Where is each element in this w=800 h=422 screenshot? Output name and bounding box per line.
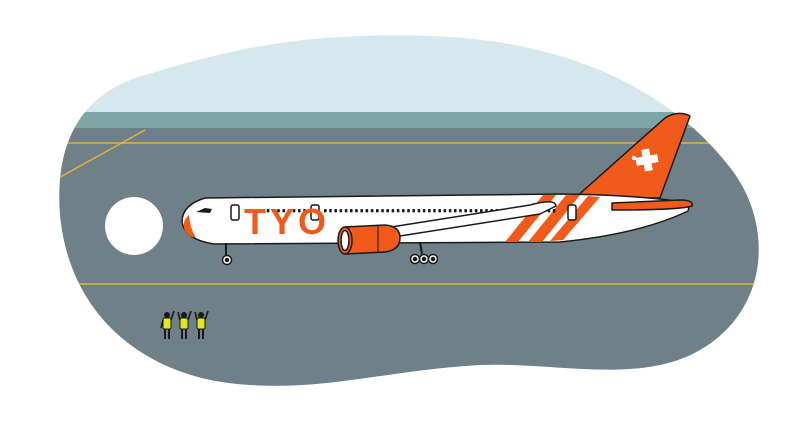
door-front (230, 204, 240, 221)
passenger-window (355, 209, 358, 213)
ground-crew-member (194, 310, 209, 339)
livery-stripe-2 (528, 195, 580, 242)
main-landing-gear (409, 241, 439, 265)
passenger-window (277, 209, 280, 213)
sky (59, 35, 759, 120)
passenger-window (292, 209, 296, 213)
passenger-window (480, 209, 483, 213)
passenger-window (246, 209, 249, 213)
passenger-window (454, 209, 457, 213)
passenger-window (303, 209, 306, 213)
passenger-window (266, 209, 270, 213)
passenger-window (412, 209, 415, 213)
passenger-window (433, 209, 436, 213)
passenger-window (386, 209, 389, 213)
passenger-window (396, 209, 400, 213)
tarmac (59, 128, 759, 386)
ground-crew (160, 310, 209, 339)
door-mid (310, 204, 320, 221)
airplane: TYO (181, 112, 693, 266)
engine (337, 224, 401, 255)
cockpit-window (196, 208, 212, 213)
passenger-window (256, 209, 259, 213)
passenger-window (334, 209, 337, 213)
ground-crew-member (160, 310, 175, 339)
passenger-window (329, 209, 332, 213)
passenger-window (469, 209, 473, 213)
passenger-window (552, 209, 556, 213)
passenger-window (474, 209, 478, 213)
passenger-window (282, 209, 285, 213)
passenger-window (350, 209, 353, 213)
passenger-window (344, 209, 348, 213)
passenger-window (407, 209, 410, 213)
ground-crew-member (177, 310, 192, 339)
passenger-window (464, 209, 467, 213)
door-rear (567, 204, 577, 221)
horizon-band (59, 112, 759, 130)
horizontal-stabilizer (611, 199, 693, 211)
livery-text: TYO (244, 201, 330, 242)
passenger-window (251, 209, 254, 213)
passenger-window (391, 209, 395, 213)
white-cross-icon (631, 148, 659, 172)
passenger-window (370, 209, 374, 213)
passenger-window (381, 209, 384, 213)
passenger-window (339, 209, 343, 213)
passenger-window (438, 209, 441, 213)
passenger-window (261, 209, 265, 213)
passenger-window (324, 209, 327, 213)
passenger-window (422, 209, 426, 213)
tail-fin (574, 112, 691, 199)
passenger-window (428, 209, 431, 213)
passenger-window (298, 209, 301, 213)
wing (384, 201, 557, 237)
nose-accent (183, 215, 196, 238)
passenger-window (443, 209, 447, 213)
taxi-line-diagonal (59, 129, 146, 181)
passenger-window (459, 209, 462, 213)
passenger-window (402, 209, 405, 213)
passenger-window (365, 209, 369, 213)
nose-landing-gear (221, 243, 233, 266)
passenger-window (448, 209, 452, 213)
passenger-window (272, 209, 275, 213)
sun (105, 197, 163, 255)
passenger-window (376, 209, 379, 213)
passenger-window (287, 209, 291, 213)
passenger-window (360, 209, 363, 213)
passenger-window (417, 209, 421, 213)
